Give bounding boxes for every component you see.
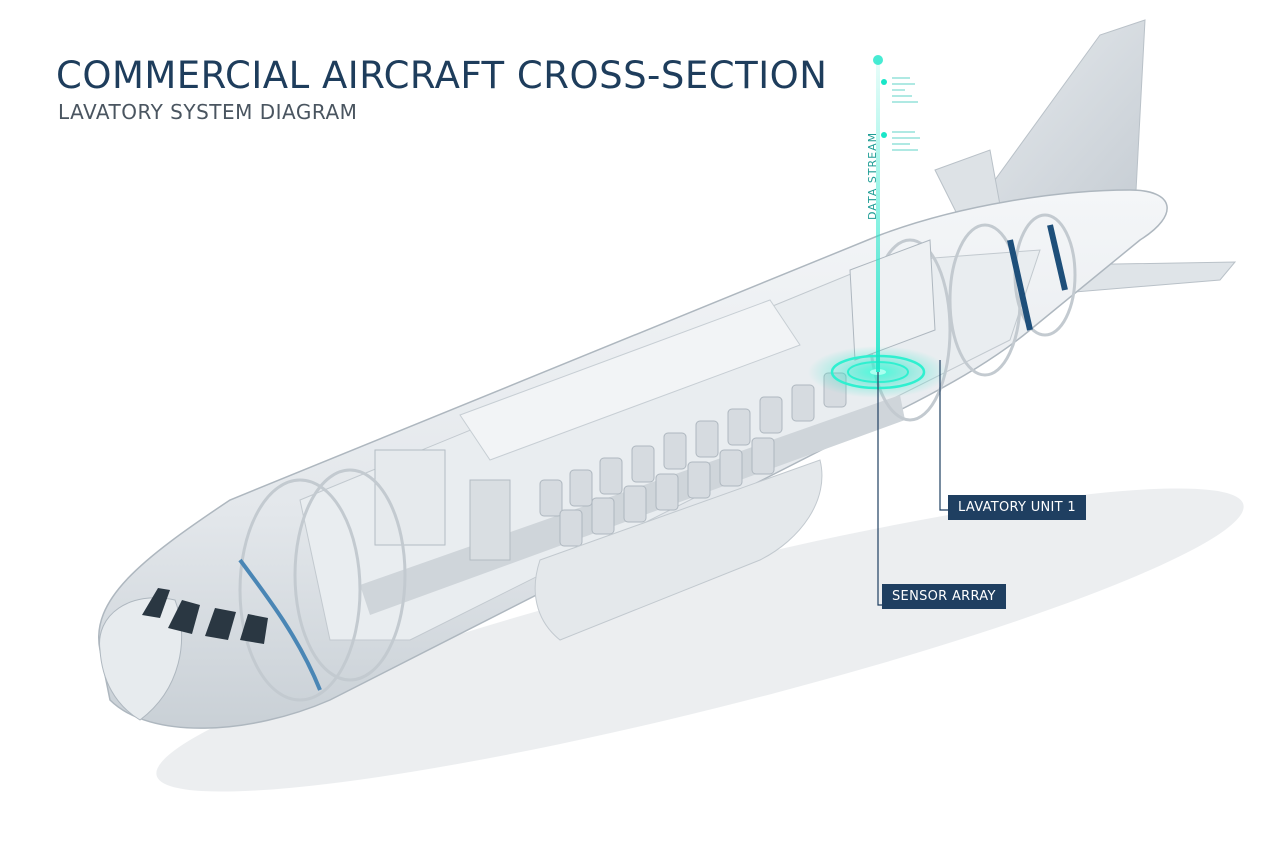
page-subtitle: LAVATORY SYSTEM DIAGRAM (58, 100, 358, 124)
page-title: COMMERCIAL AIRCRAFT CROSS-SECTION (56, 54, 828, 97)
belly-fairing (534, 459, 823, 641)
data-stream-label: DATA STREAM (866, 131, 879, 220)
lavatory-unit-label: LAVATORY UNIT 1 (948, 495, 1086, 520)
nose-cone (99, 597, 182, 721)
frame-rings (238, 213, 1077, 702)
passenger-seats (539, 372, 847, 547)
data-readout-lines (892, 77, 920, 151)
cockpit-windows (142, 588, 268, 644)
sensor-array-label: SENSOR ARRAY (882, 584, 1006, 609)
ground-shadow (156, 488, 1244, 792)
lavatory-module (849, 239, 936, 361)
data-stream-beam (876, 60, 880, 372)
overhead-bins (459, 299, 801, 461)
